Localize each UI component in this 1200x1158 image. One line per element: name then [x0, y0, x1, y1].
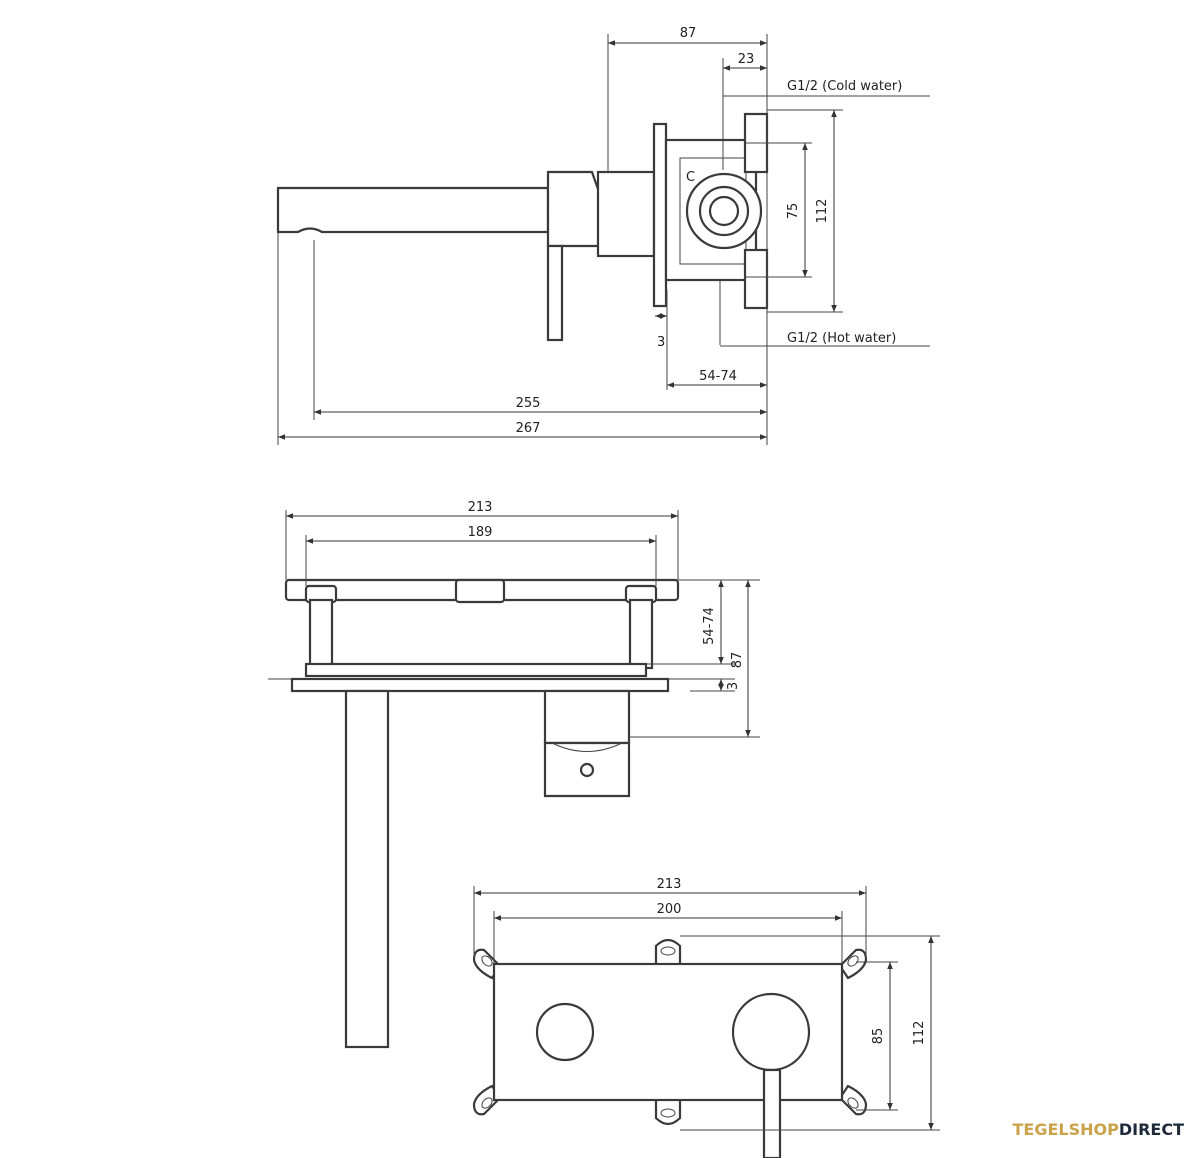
- dim-85: 85: [871, 1028, 886, 1045]
- handle-block: [543, 689, 631, 745]
- left-post: [308, 598, 334, 670]
- dim-112-side: 112: [815, 199, 830, 224]
- dim-3-top: 3: [726, 682, 741, 690]
- dim-189: 189: [468, 525, 493, 540]
- dim-75: 75: [786, 203, 801, 220]
- wall-plate: [652, 122, 668, 308]
- hot-water-label: G1/2 (Hot water): [787, 331, 896, 346]
- dim-267: 267: [516, 421, 541, 436]
- cold-water-label: G1/2 (Cold water): [787, 79, 902, 94]
- dim-213-front: 213: [657, 877, 682, 892]
- dim-3-side: 3: [657, 335, 665, 350]
- dim-87-top: 87: [730, 652, 745, 669]
- spout: [276, 186, 550, 234]
- side-view: C 87 23 G1/2 (Cold water) G1/2 (Hot wate…: [276, 26, 930, 445]
- dim-23: 23: [738, 52, 755, 67]
- dim-54-74-top: 54-74: [702, 607, 717, 645]
- handle-pin: [579, 762, 595, 778]
- brand-part1: TEGELSHOP: [1012, 1120, 1119, 1139]
- spout-top: [344, 689, 390, 1049]
- bottom-rail: [304, 662, 648, 678]
- mixer-knob: [731, 992, 811, 1072]
- front-view: 213 200 85 112: [472, 877, 940, 1158]
- dim-112-front: 112: [912, 1021, 927, 1046]
- c-marker: C: [686, 170, 695, 185]
- top-tab: [454, 578, 506, 604]
- neck: [596, 170, 656, 258]
- diverter-knob: [535, 1002, 595, 1062]
- right-post: [628, 598, 654, 670]
- dim-213-top: 213: [468, 500, 493, 515]
- dim-255: 255: [516, 396, 541, 411]
- top-view: 213 189 54-74 3 87: [268, 500, 760, 1049]
- dim-54-74-side: 54-74: [699, 369, 737, 384]
- mixer-lever: [762, 1068, 782, 1158]
- brand-part2: DIRECT: [1118, 1120, 1184, 1139]
- cover-plate: [290, 677, 670, 693]
- lever-handle: [546, 244, 564, 342]
- dim-200: 200: [657, 902, 682, 917]
- valve-ring-inner: [708, 195, 740, 227]
- brand-logo: TEGELSHOPDIRECT: [1013, 1120, 1184, 1139]
- hot-connector: [743, 248, 769, 310]
- dim-87-side: 87: [680, 26, 697, 41]
